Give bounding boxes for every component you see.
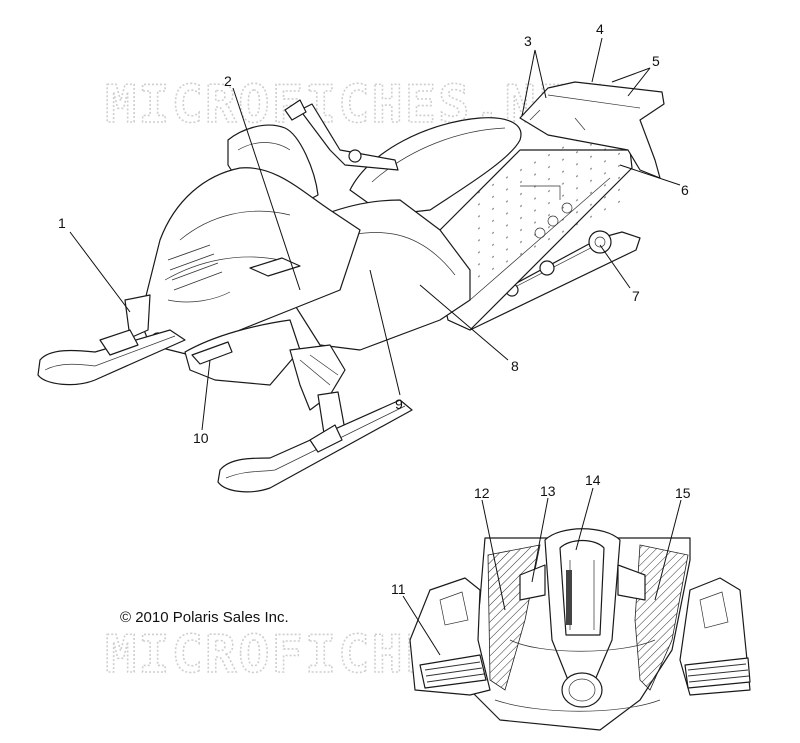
callout-7: 7 xyxy=(632,288,640,304)
leader-lines xyxy=(69,37,682,656)
callout-9: 9 xyxy=(395,396,403,412)
callout-14: 14 xyxy=(585,472,601,488)
callout-5: 5 xyxy=(652,53,660,69)
snowmobile-illustration xyxy=(37,81,665,493)
callout-numbers: 1 2 3 4 5 6 7 8 9 10 11 12 13 14 15 xyxy=(58,21,691,597)
copyright-notice: © 2010 Polaris Sales Inc. xyxy=(120,609,289,626)
callout-13: 13 xyxy=(540,483,556,499)
callout-3: 3 xyxy=(524,33,532,49)
callout-15: 15 xyxy=(675,485,691,501)
front-view-illustration xyxy=(409,528,751,731)
callout-10: 10 xyxy=(193,430,209,446)
callout-11: 11 xyxy=(391,581,406,597)
callout-8: 8 xyxy=(511,358,519,374)
callout-4: 4 xyxy=(596,21,604,37)
callout-1: 1 xyxy=(58,215,66,231)
callout-6: 6 xyxy=(681,182,689,198)
callout-12: 12 xyxy=(474,485,490,501)
callout-2: 2 xyxy=(224,73,232,89)
watermark-top: MICROFICHES.NET xyxy=(105,75,605,135)
